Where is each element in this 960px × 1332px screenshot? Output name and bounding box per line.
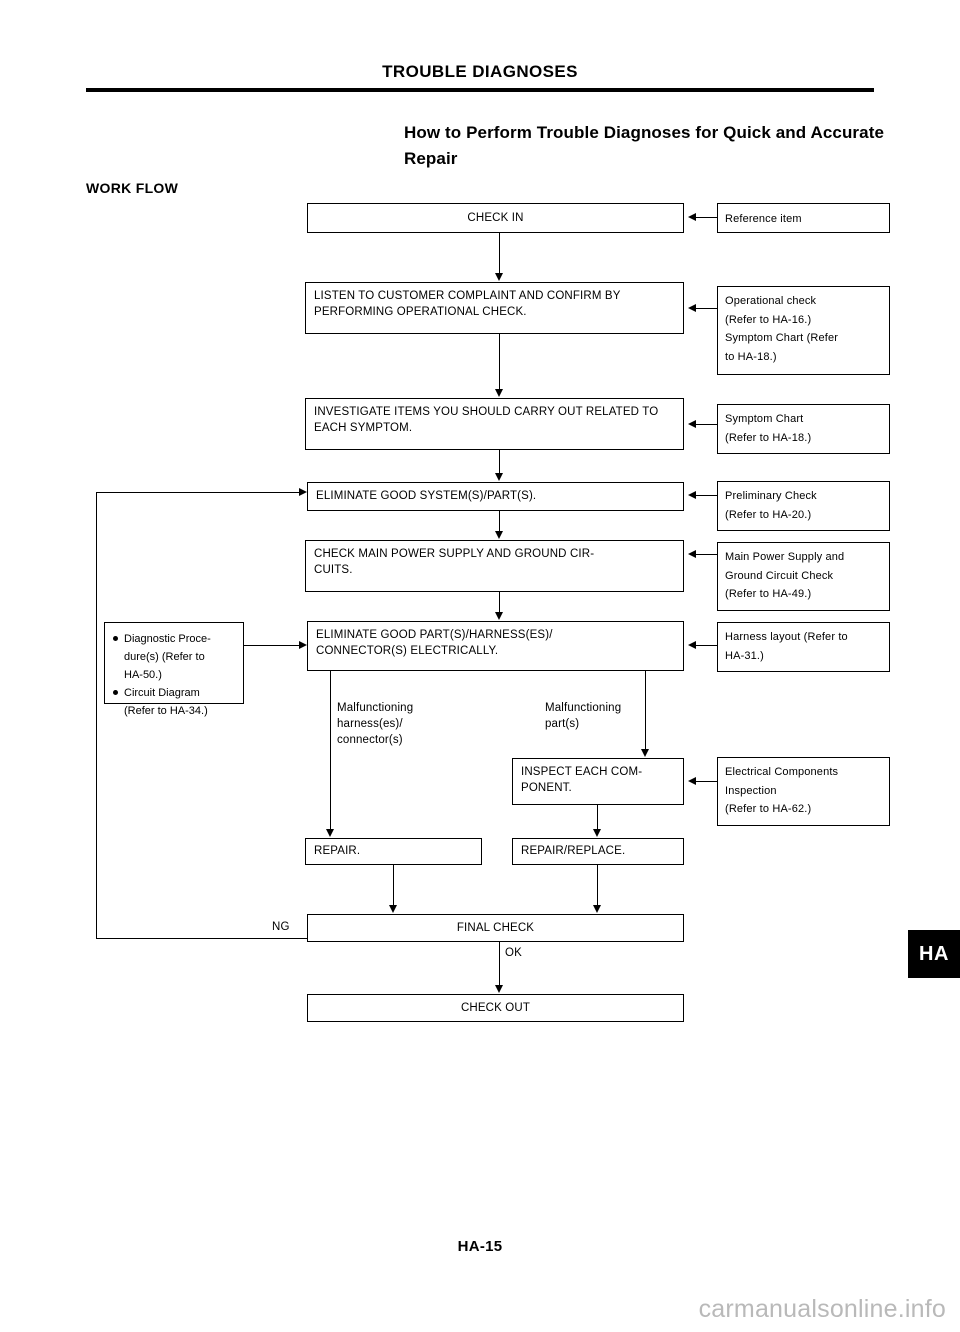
- connector-listen-to-investigate: [499, 334, 501, 389]
- flow-box-repair: REPAIR.: [305, 838, 482, 865]
- connector-eliminate-part-to-inspect: [645, 671, 647, 749]
- connector-repair-to-final-check: [393, 865, 395, 905]
- page-number: HA-15: [457, 1238, 503, 1255]
- note-bullet-item: Circuit Diagram (Refer to HA-34.): [113, 684, 239, 720]
- arrowhead-down: [641, 749, 649, 757]
- header-divider: [86, 88, 874, 92]
- arrowhead-down: [495, 985, 503, 993]
- note-box-diagnostic-procedures: Diagnostic Proce- dure(s) (Refer to HA-5…: [104, 622, 244, 717]
- work-flow-label: WORK FLOW: [86, 180, 179, 196]
- flow-box-repair-replace: REPAIR/REPLACE.: [512, 838, 684, 865]
- arrowhead-down: [495, 389, 503, 397]
- connector-symptom-chart: [696, 424, 717, 426]
- reference-box-operational-check: Operational check (Refer to HA-16.) Symp…: [717, 286, 890, 375]
- connector-ng-loop-bottom: [96, 938, 307, 940]
- connector-investigate-to-eliminate-system: [499, 450, 501, 474]
- connector-ng-loop-top: [96, 492, 299, 494]
- connector-eliminate-system-to-check-power: [499, 511, 501, 532]
- flow-box-listen-to-customer: LISTEN TO CUSTOMER COMPLAINT AND CONFIRM…: [305, 282, 684, 334]
- flow-box-eliminate-good-part: ELIMINATE GOOD PART(S)/HARNESS(ES)/ CONN…: [307, 621, 684, 671]
- note-bullet-item: Diagnostic Proce- dure(s) (Refer to HA-5…: [113, 630, 239, 684]
- page-header-title: TROUBLE DIAGNOSES: [382, 62, 578, 81]
- connector-electrical-components-inspection: [696, 781, 717, 783]
- arrowhead-left: [688, 777, 696, 785]
- section-tab-label: HA: [919, 942, 949, 965]
- flow-box-final-check: FINAL CHECK: [307, 914, 684, 942]
- reference-box-electrical-components-inspection: Electrical Components Inspection (Refer …: [717, 757, 890, 826]
- reference-box-main-power-supply-check: Main Power Supply and Ground Circuit Che…: [717, 542, 890, 611]
- arrowhead-left: [688, 641, 696, 649]
- connector-main-power-supply-check: [696, 554, 717, 556]
- edge-label-malfunctioning-harness: Malfunctioning harness(es)/ connector(s): [337, 702, 414, 746]
- connector-final-check-to-check-out: [499, 942, 501, 985]
- arrowhead-left: [688, 213, 696, 221]
- arrowhead-down: [495, 612, 503, 620]
- flow-box-check-main-power: CHECK MAIN POWER SUPPLY AND GROUND CIR- …: [305, 540, 684, 592]
- flow-box-check-out: CHECK OUT: [307, 994, 684, 1022]
- watermark: carmanualsonline.info: [698, 1295, 946, 1323]
- arrowhead-down: [495, 473, 503, 481]
- flow-box-inspect-each-component: INSPECT EACH COM- PONENT.: [512, 758, 684, 805]
- connector-check-in-to-listen: [499, 233, 501, 274]
- connector-inspect-to-repair-replace: [597, 805, 599, 829]
- arrowhead-left: [688, 304, 696, 312]
- connector-reference-item: [696, 217, 717, 219]
- connector-repair-replace-to-final-check: [597, 865, 599, 905]
- reference-box-preliminary-check: Preliminary Check (Refer to HA-20.): [717, 481, 890, 531]
- connector-preliminary-check: [696, 495, 717, 497]
- edge-label-ok: OK: [505, 947, 522, 959]
- reference-box-symptom-chart: Symptom Chart (Refer to HA-18.): [717, 404, 890, 454]
- arrowhead-down: [593, 905, 601, 913]
- connector-check-power-to-eliminate-part: [499, 592, 501, 613]
- arrowhead-left: [688, 550, 696, 558]
- flow-box-eliminate-good-system: ELIMINATE GOOD SYSTEM(S)/PART(S).: [307, 482, 684, 511]
- reference-box-reference-item: Reference item: [717, 203, 890, 233]
- connector-note-to-eliminate-part: [244, 645, 299, 647]
- arrowhead-right: [299, 641, 307, 649]
- connector-harness-layout: [696, 645, 717, 647]
- arrowhead-right: [299, 488, 307, 496]
- reference-box-harness-layout: Harness layout (Refer to HA-31.): [717, 622, 890, 672]
- arrowhead-left: [688, 420, 696, 428]
- arrowhead-down: [326, 829, 334, 837]
- arrowhead-down: [593, 829, 601, 837]
- connector-eliminate-part-to-repair: [330, 671, 332, 829]
- arrowhead-down: [495, 273, 503, 281]
- section-tab-ha: HA: [908, 930, 960, 978]
- section-heading: How to Perform Trouble Diagnoses for Qui…: [404, 123, 885, 168]
- edge-label-malfunctioning-part: Malfunctioning part(s): [545, 702, 622, 730]
- arrowhead-down: [389, 905, 397, 913]
- arrowhead-left: [688, 491, 696, 499]
- note-bullet-list: Diagnostic Proce- dure(s) (Refer to HA-5…: [113, 630, 239, 720]
- connector-ng-loop-vertical: [96, 492, 98, 939]
- edge-label-ng: NG: [272, 921, 290, 933]
- flow-box-check-in: CHECK IN: [307, 203, 684, 233]
- arrowhead-down: [495, 531, 503, 539]
- flow-box-investigate-items: INVESTIGATE ITEMS YOU SHOULD CARRY OUT R…: [305, 398, 684, 450]
- connector-operational-check: [696, 308, 717, 310]
